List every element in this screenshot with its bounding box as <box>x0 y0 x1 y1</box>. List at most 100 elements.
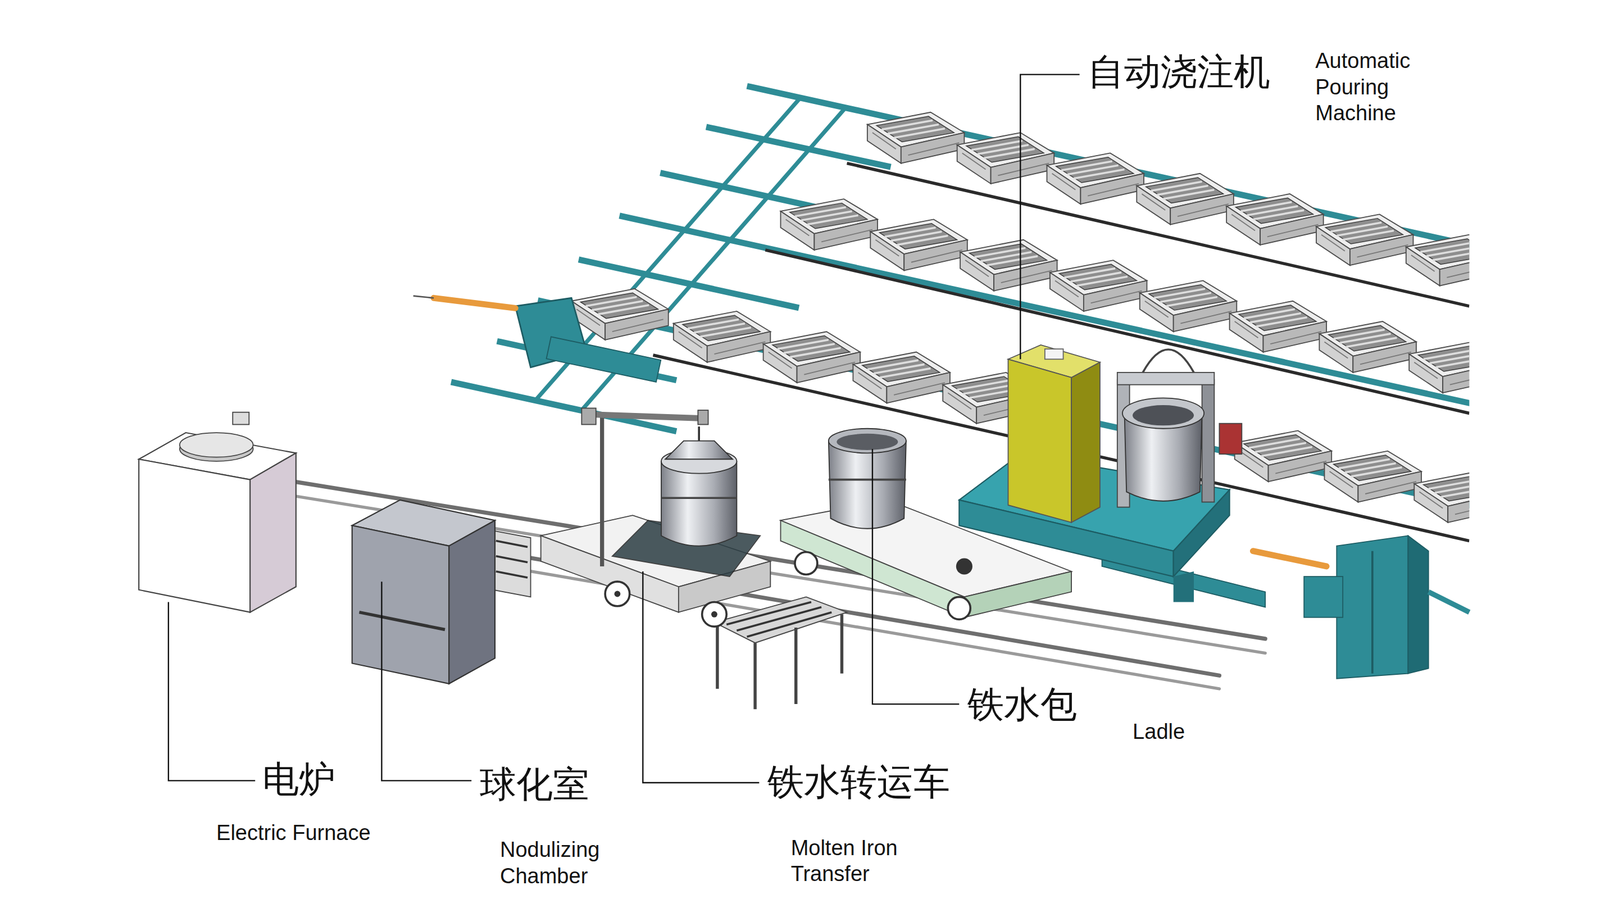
label-text: 铁水转运车 <box>767 761 950 803</box>
mold-flask-rows <box>1229 301 1327 353</box>
automatic-pouring-machine <box>958 344 1266 608</box>
electric-furnace <box>138 412 297 613</box>
teal-frame <box>453 86 1470 506</box>
flask-transfer-carriage <box>413 296 434 299</box>
label-text: Ladle <box>1132 719 1185 744</box>
nodulizing-chamber <box>352 500 495 684</box>
leader-lines <box>381 581 472 781</box>
mold-flask-rows <box>1319 321 1417 373</box>
drive-stand <box>1428 591 1470 612</box>
mold-flask-rows <box>867 112 965 164</box>
mold-flask-rows <box>763 331 861 383</box>
label-text: Electric Furnace <box>216 820 371 845</box>
label-text: Nodulizing Chamber <box>500 837 600 888</box>
drive-stand <box>1371 551 1374 674</box>
molten-iron-transfer-car <box>600 416 604 567</box>
automatic-pouring-machine <box>1007 358 1072 523</box>
teal-frame <box>453 382 674 431</box>
teal-frame <box>652 163 1470 542</box>
roller-conveyor <box>496 541 528 578</box>
automatic-pouring-machine <box>1071 362 1100 523</box>
label-text: 自动浇注机 <box>1087 51 1271 93</box>
mold-flask-rows <box>1050 260 1148 312</box>
roller-conveyor <box>715 624 719 689</box>
flask-transfer-carriage <box>546 336 662 383</box>
callout-label-en: Electric Furnace <box>216 819 371 846</box>
mold-flask-rows <box>1414 471 1470 523</box>
automatic-pouring-machine <box>1173 571 1194 602</box>
ladle-car <box>964 571 1072 618</box>
label-text: Molten Iron Transfer <box>791 835 898 886</box>
electric-furnace <box>179 432 254 458</box>
callout-label-zh: 球化室 <box>479 763 590 806</box>
roller-conveyor <box>747 612 833 638</box>
mold-flask-rows <box>1324 451 1422 503</box>
teal-frame <box>535 97 802 400</box>
label-text: 电炉 <box>262 758 336 800</box>
mold-flask-rows <box>1136 173 1234 225</box>
molten-iron-transfer-car <box>586 414 704 418</box>
roller-conveyor <box>496 541 528 548</box>
mold-flask-rows <box>1408 341 1470 393</box>
drive-stand <box>1252 535 1470 679</box>
molten-iron-transfer-car <box>581 407 596 425</box>
drive-stand <box>1252 551 1327 567</box>
molten-iron-transfer-car <box>702 602 727 627</box>
callout-label-en: Molten Iron Transfer <box>791 834 944 888</box>
label-text: 铁水包 <box>967 683 1077 725</box>
ladle-car <box>947 596 971 620</box>
molten-iron-transfer-car <box>614 591 621 598</box>
ladle-car <box>836 433 898 450</box>
flask-transfer-carriage <box>413 296 662 383</box>
molten-iron-transfer-car <box>711 611 718 618</box>
drive-stand <box>1303 576 1343 618</box>
mold-flask-rows <box>870 219 968 271</box>
leader-lines <box>872 448 959 704</box>
callout-label-en: Automatic Pouring Machine <box>1315 47 1438 126</box>
molten-iron-transfer-car <box>541 407 771 627</box>
automatic-pouring-machine <box>1202 379 1215 503</box>
roller-conveyor <box>492 530 531 597</box>
callout-label-en: Ladle <box>1132 718 1185 745</box>
roller-conveyor <box>726 602 832 638</box>
automatic-pouring-machine <box>1117 372 1215 385</box>
electric-furnace <box>138 458 250 612</box>
callout-label-zh: 自动浇注机 <box>1087 51 1271 94</box>
callout-label-zh: 铁水转运车 <box>767 761 950 804</box>
leader-lines <box>1020 74 1080 360</box>
electric-furnace <box>250 452 297 612</box>
roller-conveyor <box>794 627 798 704</box>
leader-lines <box>642 571 759 783</box>
roller-conveyor <box>717 614 843 709</box>
callout-label-en: Nodulizing Chamber <box>500 836 643 889</box>
mold-flask-rows <box>852 352 950 404</box>
molten-iron-transfer-car <box>665 441 733 460</box>
ladle-car <box>956 557 973 575</box>
drive-stand <box>1407 535 1429 674</box>
flask-transfer-carriage <box>433 297 516 308</box>
automatic-pouring-machine <box>1219 423 1242 454</box>
roller-conveyor <box>840 614 844 674</box>
roller-conveyor <box>496 556 528 563</box>
ladle-car <box>794 552 818 575</box>
roller-conveyor <box>496 571 528 578</box>
automatic-pouring-machine <box>1142 349 1194 373</box>
leader-lines <box>168 602 256 781</box>
roller-conveyor <box>714 596 847 643</box>
mold-flask-rows <box>1139 280 1238 332</box>
teal-frame <box>652 355 1470 542</box>
automatic-pouring-machine <box>1122 397 1204 429</box>
molten-iron-transfer-car <box>697 410 708 425</box>
nodulizing-chamber <box>358 612 445 630</box>
nodulizing-chamber <box>448 520 495 684</box>
teal-frame <box>663 173 817 208</box>
mold-flask-rows <box>1316 214 1414 266</box>
label-text: Automatic Pouring Machine <box>1315 48 1411 125</box>
molten-iron-transfer-car <box>605 581 630 607</box>
mold-flask-rows <box>960 239 1058 292</box>
automatic-pouring-machine <box>1173 489 1230 577</box>
label-text: 球化室 <box>479 763 590 805</box>
mold-flask-rows <box>673 311 771 363</box>
